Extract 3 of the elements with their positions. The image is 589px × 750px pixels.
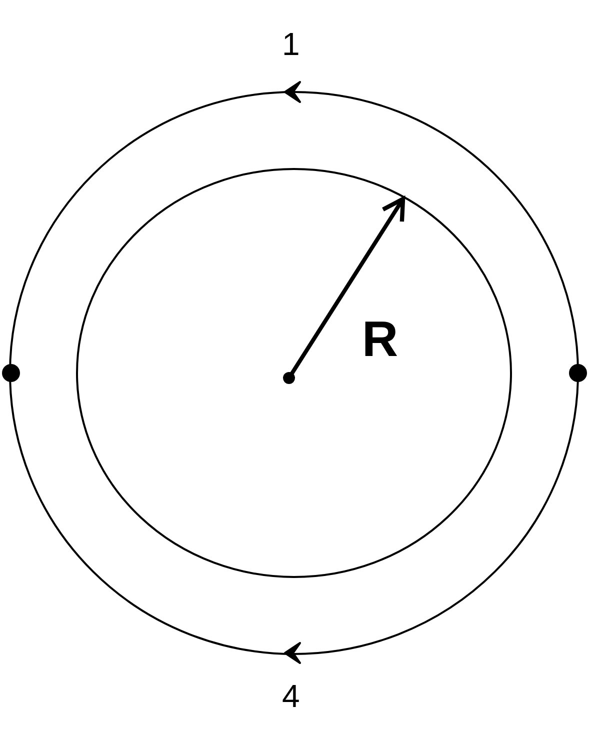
radius-label: R — [362, 314, 398, 364]
point-label: 4 — [282, 680, 300, 712]
point-label: 1 — [282, 28, 300, 60]
